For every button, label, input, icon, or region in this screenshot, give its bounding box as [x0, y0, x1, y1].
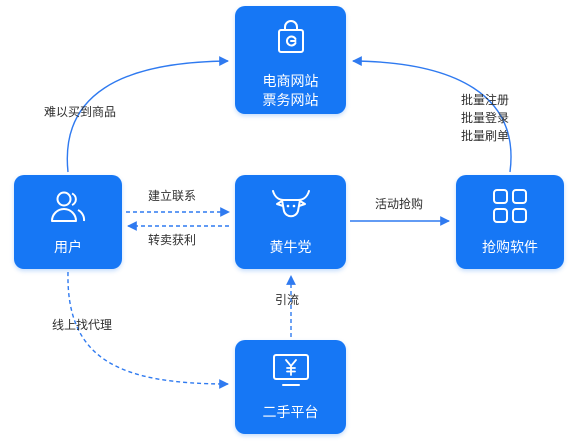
shopping-bag-icon: [275, 20, 307, 58]
node-ecommerce-ticketing-sites: 电商网站 票务网站: [235, 6, 346, 114]
edge-label-batch-actions: 批量注册 批量登录 批量刷单: [461, 91, 509, 145]
node-user: 用户: [14, 175, 122, 269]
node-ecommerce-label: 电商网站 票务网站: [235, 73, 346, 111]
edge-label-batch-register: 批量注册: [461, 93, 510, 107]
edge-label-batch-orders: 批量刷单: [461, 129, 510, 143]
node-ecommerce-line-2: 票务网站: [262, 93, 319, 109]
edge-label-establish-contact: 建立联系: [148, 189, 197, 203]
node-grab-tool-label: 抢购软件: [482, 240, 538, 256]
edge-label-resell-profit: 转卖获利: [148, 233, 197, 247]
node-second-hand-label: 二手平台: [262, 405, 319, 421]
arrow-user-to-secondhand: [67, 271, 229, 389]
grid-apps-icon: [491, 187, 529, 229]
node-scalper: 黄牛党: [235, 175, 346, 269]
node-ecommerce-line-1: 电商网站: [262, 74, 319, 90]
node-scalper-label: 黄牛党: [269, 240, 312, 256]
edge-label-find-agent-online: 线上找代理: [52, 318, 113, 332]
edge-label-hard-to-buy: 难以买到商品: [44, 105, 117, 119]
users-icon: [48, 189, 88, 229]
monitor-yen-icon: [271, 352, 311, 392]
node-second-hand-platform: 二手平台: [235, 340, 346, 434]
edge-label-traffic: 引流: [275, 293, 300, 307]
arrow-grabtool-to-ecommerce: [352, 56, 512, 173]
edge-label-batch-login: 批量登录: [461, 111, 510, 125]
node-user-label: 用户: [54, 240, 82, 256]
arrow-user-to-ecommerce: [66, 56, 229, 173]
bull-head-icon: [269, 187, 313, 227]
edge-label-event-rush-buy: 活动抢购: [375, 197, 424, 211]
node-grab-tool: 抢购软件: [456, 175, 564, 269]
